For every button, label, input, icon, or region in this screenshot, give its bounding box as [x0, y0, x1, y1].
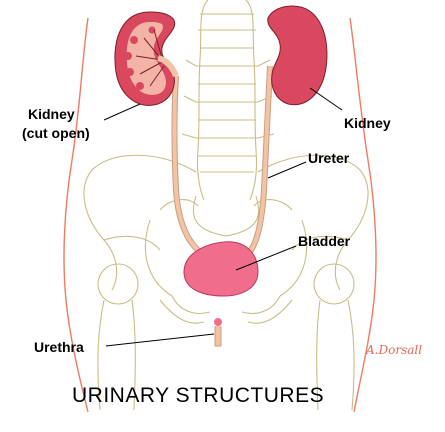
urethra — [214, 318, 222, 347]
leader-kidney — [309, 87, 343, 111]
artist-signature: A.Dorsall — [365, 343, 422, 357]
ureters — [171, 65, 273, 255]
leader-bladder — [235, 245, 297, 271]
label-kidney: Kidney — [344, 115, 391, 131]
leader-urethra — [105, 333, 215, 347]
body-outline-right — [349, 17, 377, 413]
kidney-cut-open — [114, 11, 179, 106]
kidney-right — [267, 5, 328, 106]
label-bladder: Bladder — [298, 233, 351, 249]
label-kidney-cut-open: Kidney — [28, 106, 75, 122]
body-outline-left — [63, 17, 89, 413]
label-urethra: Urethra — [34, 339, 84, 355]
leader-kidney-cut — [103, 103, 141, 121]
diagram-title: URINARY STRUCTURES — [72, 384, 324, 407]
leader-ureter — [267, 161, 307, 179]
label-kidney-cut-open-sub: (cut open) — [22, 125, 90, 141]
spine — [181, 0, 275, 201]
bladder — [183, 241, 259, 297]
label-ureter: Ureter — [308, 150, 350, 166]
hip-joints — [97, 263, 355, 411]
